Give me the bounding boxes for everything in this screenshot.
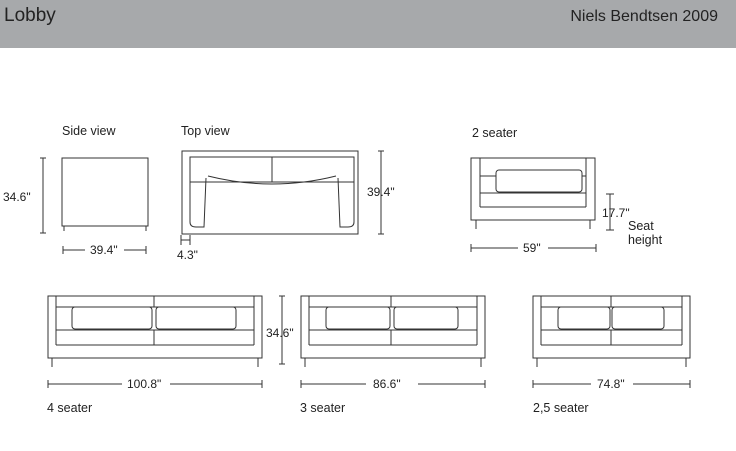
seat-height-label-line2: height [628, 233, 663, 247]
four-seater-width-dimension: 100.8" [127, 377, 162, 391]
three-seater-width-dimension: 86.6" [373, 377, 401, 391]
sofa-height-dimension [279, 295, 285, 365]
top-arm-dimension: 4.3" [177, 248, 198, 262]
page-title: Lobby [4, 5, 56, 26]
two-seater-width-dimension: 59" [523, 241, 541, 255]
three-seater-drawing [300, 295, 486, 388]
two-half-seater-width-dimension: 74.8" [597, 377, 625, 391]
two-half-seater-label: 2,5 seater [533, 401, 589, 415]
top-view-label: Top view [181, 124, 230, 138]
sofa-height-dimension-label: 34.6" [266, 326, 294, 340]
two-seater-label: 2 seater [472, 126, 518, 140]
two-seater-drawing [470, 157, 614, 252]
three-seater-label: 3 seater [300, 401, 346, 415]
header-bar: Lobby Niels Bendtsen 2009 [0, 0, 736, 48]
side-view-drawing [40, 157, 149, 254]
designer-credit: Niels Bendtsen 2009 [570, 8, 718, 25]
four-seater-label: 4 seater [47, 401, 93, 415]
side-depth-dimension: 39.4" [90, 243, 118, 257]
top-view-drawing [180, 150, 384, 245]
two-half-seater-drawing [532, 295, 691, 388]
seat-height-dimension: 17.7" [602, 206, 630, 220]
top-depth-dimension: 39.4" [367, 185, 395, 199]
side-height-dimension: 34.6" [3, 190, 31, 204]
seat-height-label-line1: Seat [628, 219, 654, 233]
side-view-label: Side view [62, 124, 116, 138]
four-seater-drawing [47, 295, 263, 388]
